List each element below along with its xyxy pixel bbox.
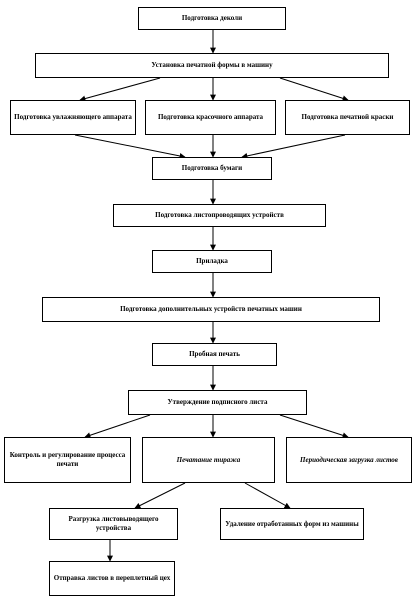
edge-n10b-n11b bbox=[244, 482, 291, 509]
node-paper-preparation: Подготовка бумаги bbox=[152, 157, 272, 180]
edge-n2-n3c bbox=[279, 77, 349, 102]
node-sheet-feeding-devices-preparation: Подготовка листопроводящих устройств bbox=[113, 204, 326, 227]
node-printing-plate-installation: Установка печатной формы в машину bbox=[35, 53, 389, 78]
node-printing-ink-preparation: Подготовка печатной краски bbox=[285, 100, 410, 135]
edge-n9-n10a bbox=[84, 414, 151, 439]
node-sheets-to-bindery: Отправка листов в переплетный цех bbox=[49, 561, 175, 596]
edge-n3c-n4 bbox=[241, 134, 346, 159]
node-periodic-sheet-loading: Периодическая загрузка листов bbox=[286, 437, 412, 483]
node-make-ready: Приладка bbox=[152, 250, 272, 273]
node-decal-preparation: Подготовка деколи bbox=[138, 7, 286, 30]
node-print-process-control: Контроль и регулирование процесса печати bbox=[4, 437, 131, 483]
edge-n3a-n4 bbox=[74, 134, 186, 159]
node-test-print: Пробная печать bbox=[152, 343, 277, 366]
edge-n10b-n11a bbox=[134, 482, 186, 509]
node-print-run: Печатание тиража bbox=[142, 437, 275, 483]
node-inking-unit-preparation: Подготовка красочного аппарата bbox=[145, 100, 276, 135]
node-dampening-unit-preparation: Подготовка увлажняющего аппарата bbox=[10, 100, 136, 135]
node-proof-sheet-approval: Утверждение подписного листа bbox=[128, 390, 307, 415]
node-delivery-unit-unloading: Разгрузка листовыводящего устройства bbox=[49, 508, 178, 540]
node-additional-devices-preparation: Подготовка дополнительных устройств печа… bbox=[42, 297, 380, 322]
edge-n9-n10c bbox=[279, 414, 349, 439]
node-used-plates-removal: Удаление отработанных форм из машины bbox=[220, 508, 364, 540]
edge-n2-n3a bbox=[79, 77, 161, 102]
